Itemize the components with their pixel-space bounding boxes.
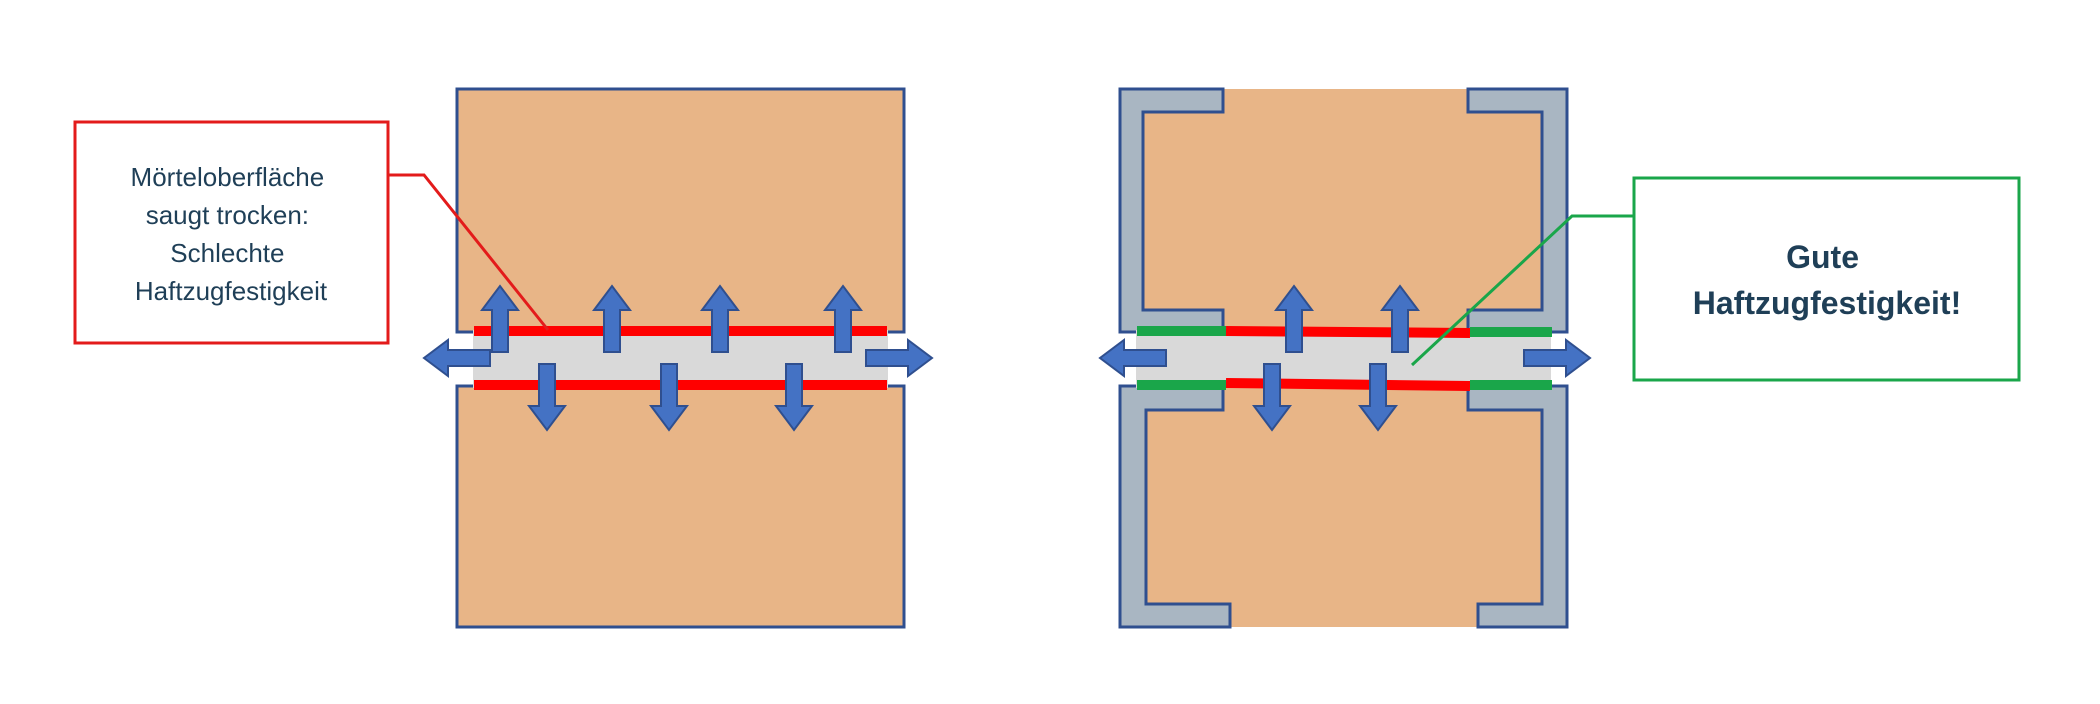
right-bottom-coating (1466, 384, 1569, 629)
right-bottom-brick (1120, 386, 1567, 627)
left-callout-line-3: Schlechte (170, 238, 284, 268)
left-mortar-joint (473, 330, 888, 388)
left-callout-box (73, 120, 390, 345)
right-panel: Gute Haftzugfestigkeit! (1099, 87, 2021, 629)
right-callout: Gute Haftzugfestigkeit! (1410, 176, 2021, 382)
right-top-bad-interface (1225, 326, 1471, 338)
right-callout-line-2: Haftzugfestigkeit! (1693, 285, 1961, 321)
svg-text:Mörteloberfläche saugt: Mörteloberfläche saugt trocken: Schlecht… (131, 162, 332, 306)
right-callout-line-1: Gute (1786, 239, 1859, 275)
left-callout-line-4: Haftzugfestigkeit (135, 276, 328, 306)
left-callout-line-1: Mörteloberfläche (131, 162, 325, 192)
left-bottom-brick (455, 384, 906, 629)
right-callout-leader (1410, 214, 1634, 367)
left-top-brick (455, 87, 906, 334)
left-callout-leader (388, 173, 550, 331)
left-panel: Mörteloberfläche saugt trocken: Schlecht… (73, 87, 933, 629)
left-callout-line-2: saugt trocken: (146, 200, 309, 230)
left-callout: Mörteloberfläche saugt trocken: Schlecht… (73, 120, 550, 345)
svg-text:Gute Haftzugfestigkeit: Gute Haftzugfestigkeit! (1693, 239, 1961, 321)
right-mortar-joint (1136, 330, 1551, 388)
right-bottom-coating (1118, 384, 1232, 629)
right-top-brick (1120, 89, 1567, 332)
right-bottom-bad-interface (1225, 378, 1471, 391)
right-callout-box (1632, 176, 2021, 382)
